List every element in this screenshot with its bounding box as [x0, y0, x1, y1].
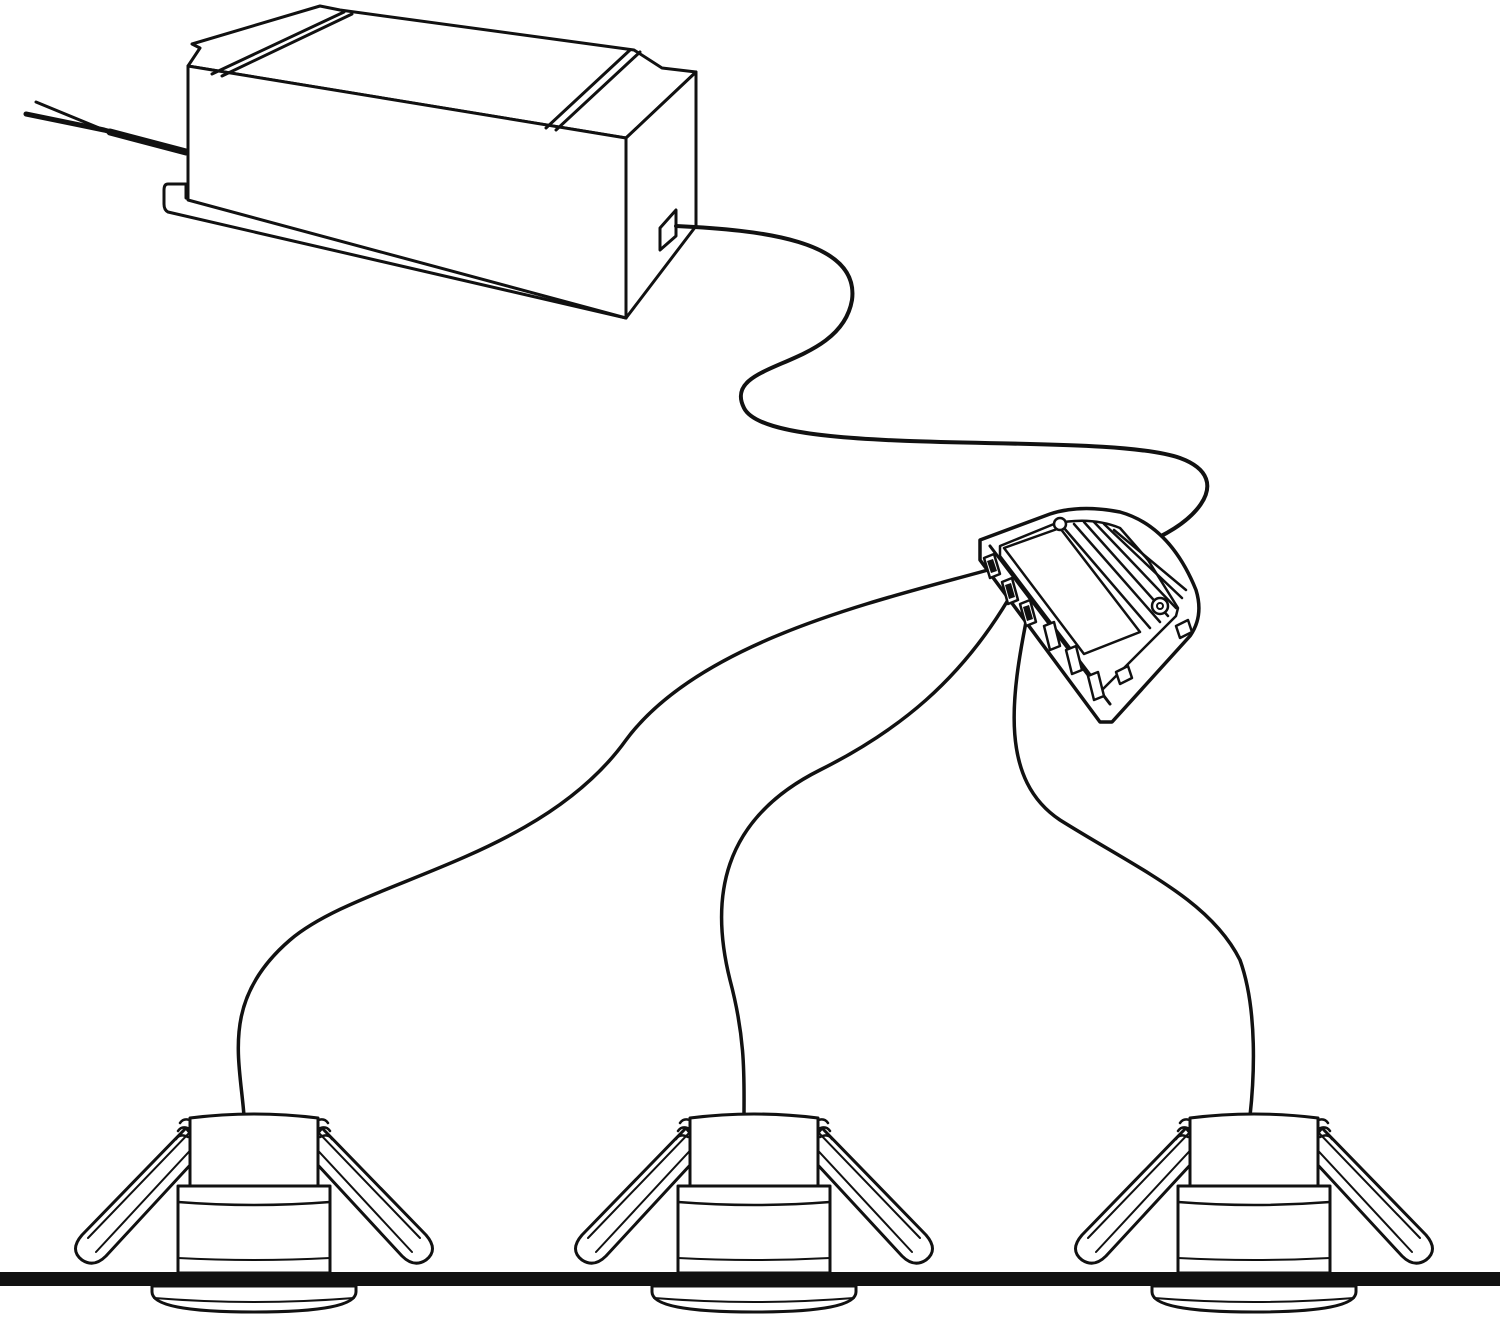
cable-spot-3 [1012, 610, 1256, 1118]
led-driver-box-icon [162, 4, 698, 320]
cable-spot-1 [236, 568, 990, 1118]
junction-distributor-icon [978, 506, 1201, 724]
distributor-ports [982, 552, 1106, 702]
mains-input-wires [23, 100, 190, 156]
driver-to-distributor-cable [674, 224, 1210, 548]
cable-spot-2 [719, 598, 1010, 1118]
ceiling-line-overlay [0, 1272, 1500, 1286]
